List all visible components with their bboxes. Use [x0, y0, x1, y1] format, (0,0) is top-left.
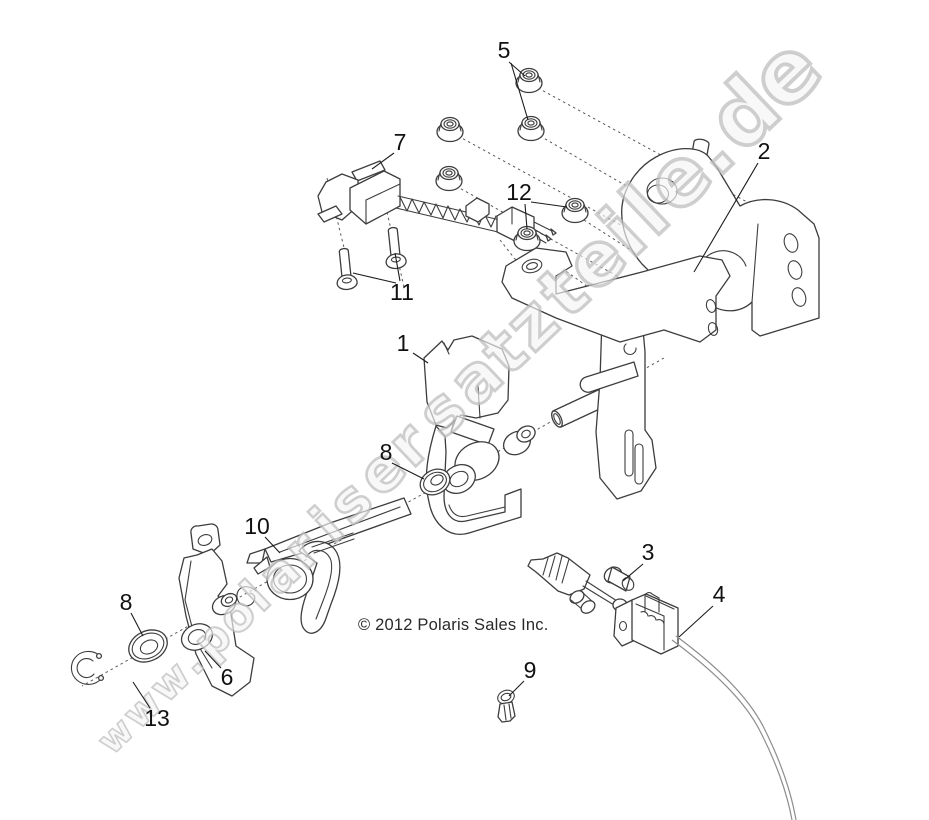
callout-6: 6	[204, 650, 234, 690]
callout-8: 8	[120, 589, 144, 637]
callout-leader-line	[204, 650, 222, 669]
part-13-e-clip	[70, 650, 105, 685]
part-1-pedal-mount-bracket	[423, 335, 522, 535]
callout-7: 7	[371, 129, 407, 170]
callout-11: 11	[352, 252, 414, 305]
callout-number: 6	[221, 664, 234, 690]
callout-leader-line	[394, 252, 401, 282]
part-9-cable-clip	[497, 689, 516, 723]
callout-3: 3	[622, 539, 655, 582]
callout-4: 4	[678, 581, 726, 638]
callout-leader-line	[678, 605, 714, 638]
callout-leader-line	[412, 352, 429, 364]
callout-1: 1	[397, 330, 429, 364]
callout-number: 4	[713, 581, 726, 607]
callout-number: 8	[120, 589, 133, 615]
callout-number: 13	[144, 705, 170, 731]
callout-10: 10	[244, 513, 281, 554]
part-6-lever-plate	[178, 523, 255, 697]
copyright-text: © 2012 Polaris Sales Inc.	[358, 616, 549, 634]
callout-leader-line	[693, 162, 759, 273]
callout-leader-line	[352, 272, 397, 284]
part-2-mounting-bracket	[501, 138, 820, 500]
callout-number: 1	[397, 330, 410, 356]
callout-number: 3	[642, 539, 655, 565]
callout-number: 12	[506, 179, 532, 205]
callout-number: 8	[380, 439, 393, 465]
callout-number: 10	[244, 513, 270, 539]
part-3-4-throttle-cable-assembly	[527, 552, 797, 820]
part-5-flange-nuts	[435, 67, 545, 192]
callout-leader-line	[510, 62, 529, 121]
callout-leader-line	[391, 462, 425, 480]
callout-9: 9	[508, 657, 537, 697]
callout-5: 5	[498, 37, 529, 121]
throttle-lever-arm	[246, 497, 412, 575]
callout-12: 12	[506, 179, 568, 230]
callout-leader-line	[264, 536, 281, 554]
callout-8: 8	[380, 439, 425, 480]
part-10-torsion-spring	[236, 532, 355, 634]
callout-number: 11	[390, 279, 414, 305]
callout-13: 13	[132, 681, 170, 731]
callout-number: 9	[524, 657, 537, 683]
callout-leader-line	[530, 201, 568, 208]
callout-number: 5	[498, 37, 511, 63]
callout-leader-line	[524, 203, 528, 230]
callout-leader-line	[130, 612, 144, 637]
callout-leader-line	[371, 152, 395, 170]
callout-leader-line	[508, 680, 525, 697]
callout-number: 7	[394, 129, 407, 155]
callout-2: 2	[693, 138, 771, 273]
callout-number: 2	[758, 138, 771, 164]
part-8-bushing-upper	[419, 425, 536, 496]
callout-leader-line	[132, 681, 151, 709]
callout-leader-line	[622, 563, 644, 582]
